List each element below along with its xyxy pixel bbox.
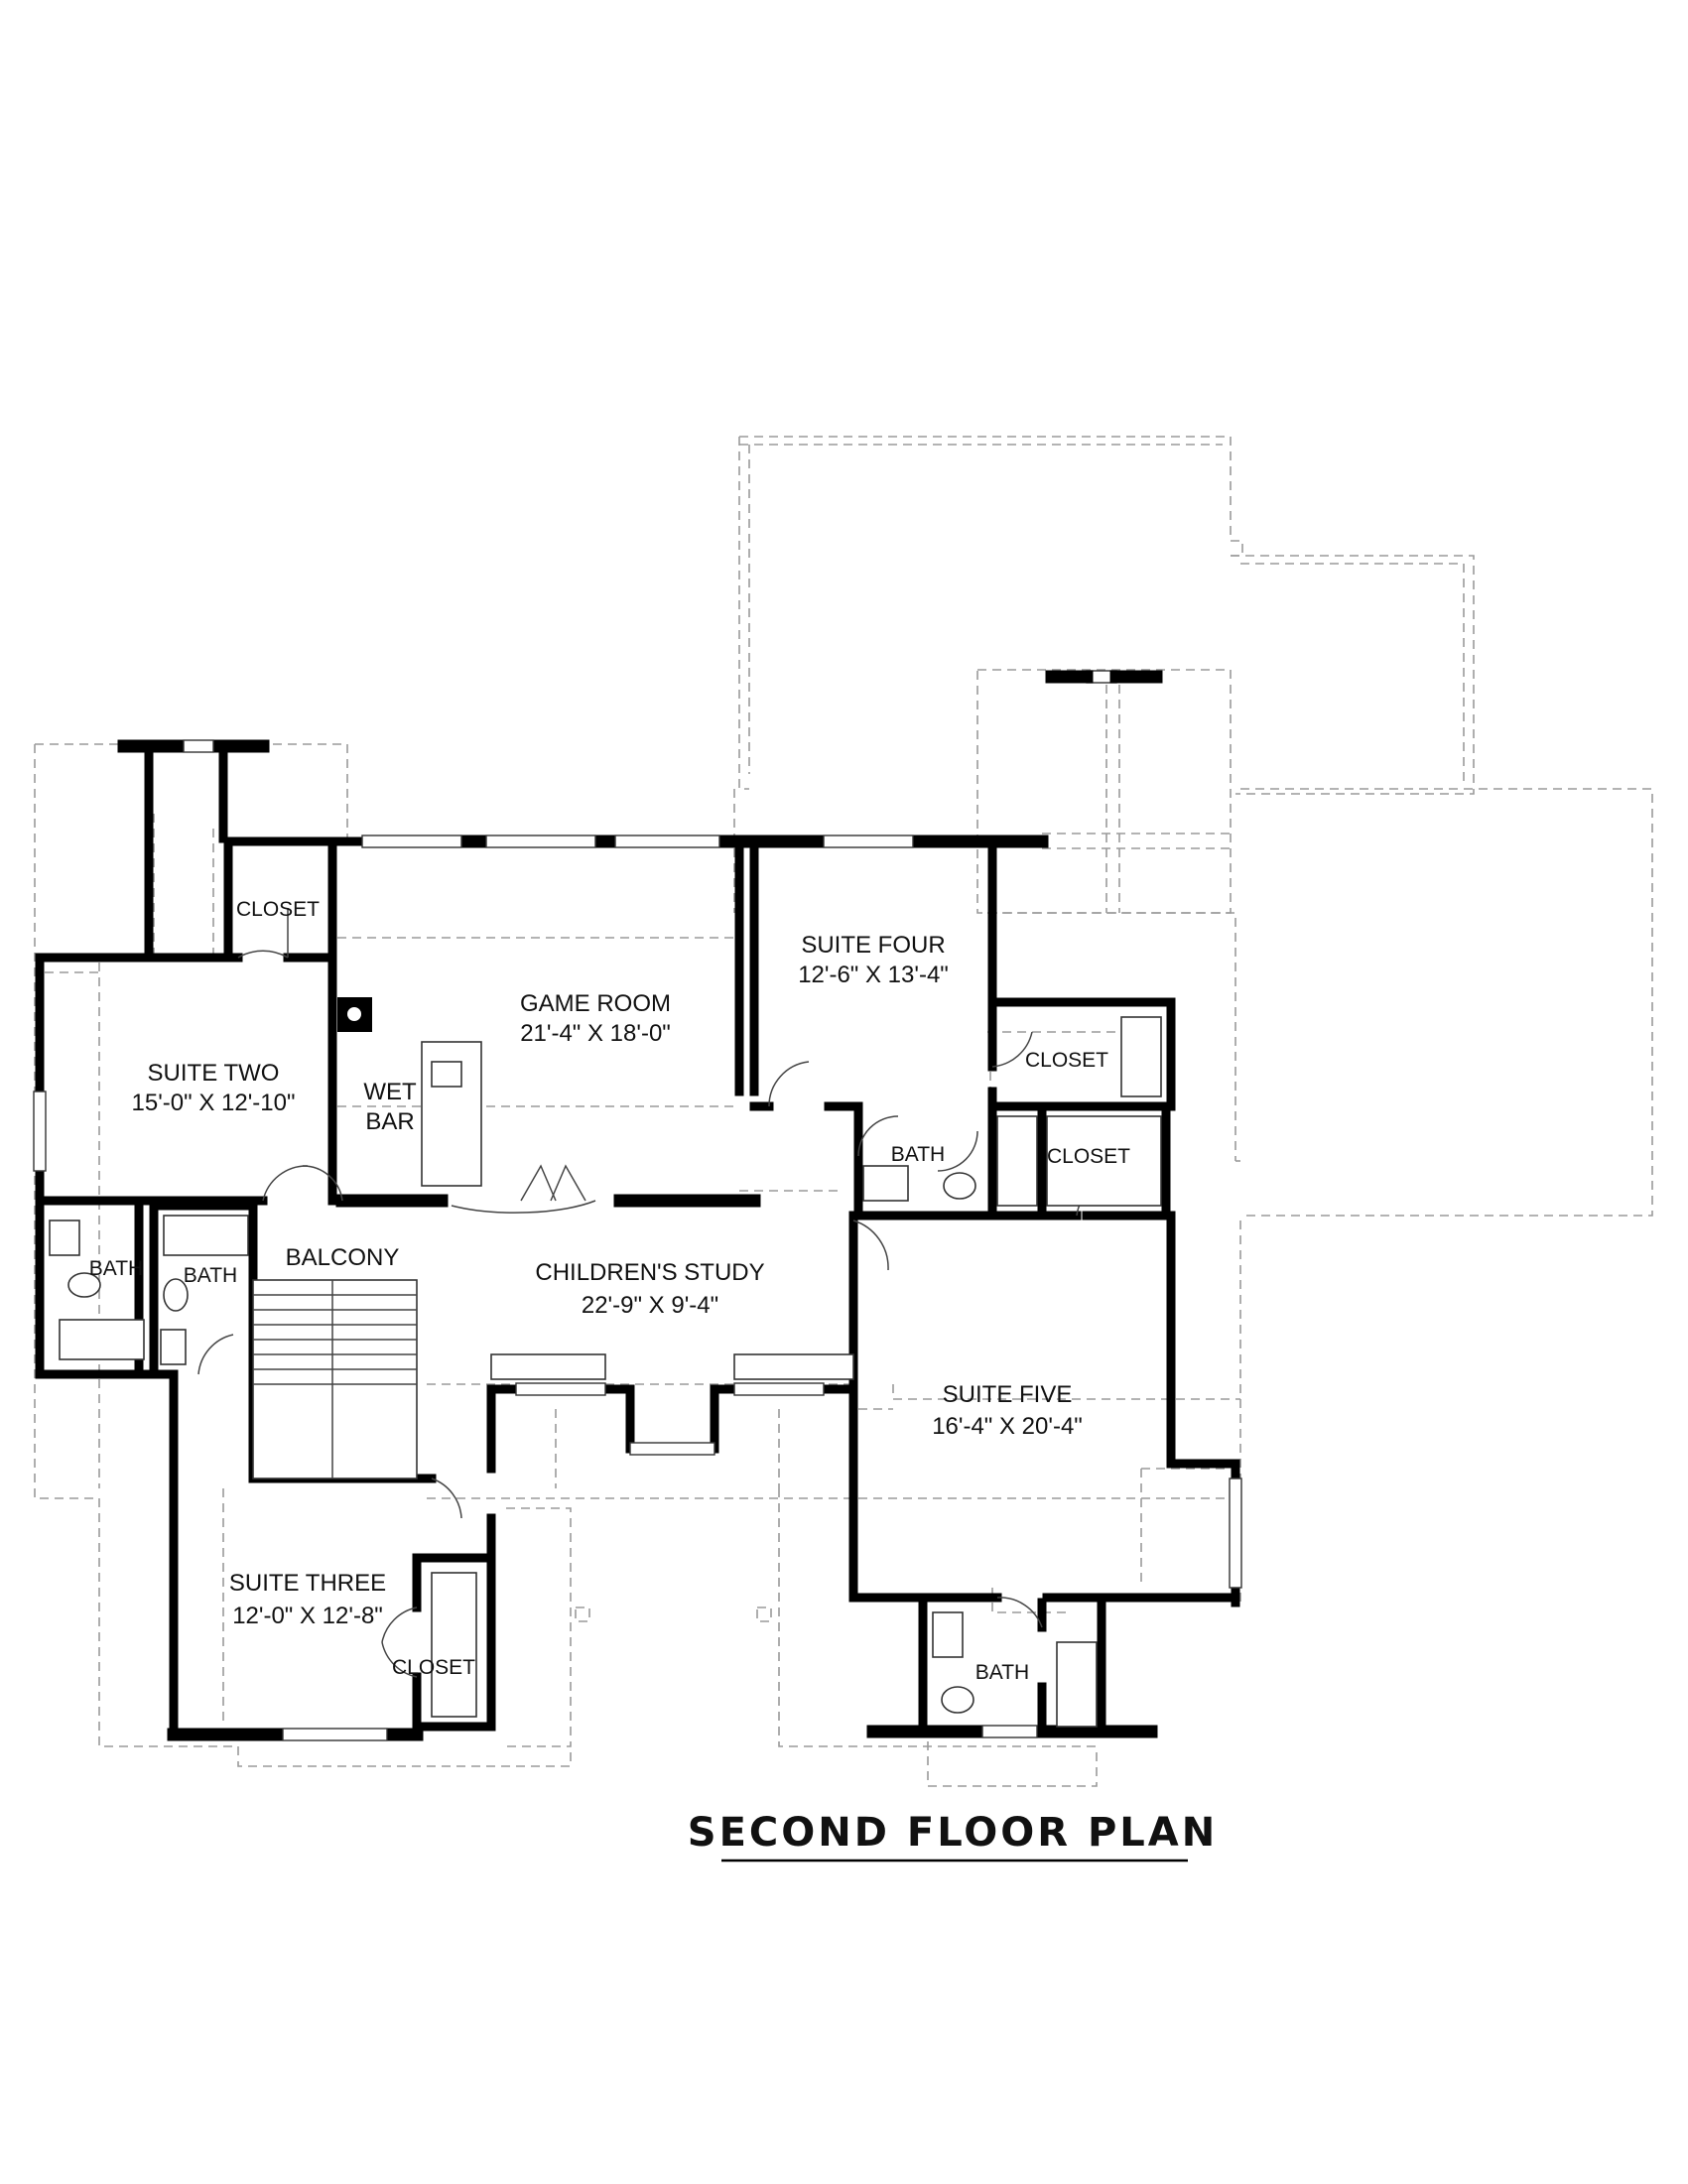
- room-labels: CLOSET GAME ROOM 21'-4" X 18'-0" SUITE F…: [89, 898, 1130, 1684]
- bath-d-label: BATH: [975, 1661, 1029, 1684]
- suite-five-size: 16'-4" X 20'-4": [932, 1413, 1083, 1440]
- suite-four-size: 12'-6" X 13'-4": [798, 962, 949, 988]
- game-room-size: 21'-4" X 18'-0": [520, 1020, 671, 1047]
- wet-bar-line1: WET: [363, 1079, 417, 1105]
- plan-title: SECOND FLOOR PLAN: [688, 1810, 1218, 1856]
- bath-c-label: BATH: [184, 1264, 237, 1287]
- balcony-label: BALCONY: [286, 1244, 400, 1271]
- game-room-name: GAME ROOM: [520, 990, 671, 1017]
- childrens-study-name: CHILDREN'S STUDY: [535, 1259, 764, 1286]
- plan-title-group: SECOND FLOOR PLAN: [688, 1810, 1218, 1863]
- suite-three-size: 12'-0" X 12'-8": [232, 1603, 383, 1629]
- exterior-walls: [35, 739, 1240, 1741]
- suite-four-name: SUITE FOUR: [801, 932, 945, 959]
- closet-b-label: CLOSET: [1025, 1049, 1108, 1072]
- fixtures: [49, 997, 1162, 1728]
- suite-three-name: SUITE THREE: [229, 1570, 386, 1597]
- windows: [33, 670, 1242, 1741]
- bath-b-label: BATH: [89, 1257, 143, 1280]
- closet-a-label: CLOSET: [236, 898, 320, 921]
- childrens-study-size: 22'-9" X 9'-4": [582, 1292, 718, 1319]
- suite-five-name: SUITE FIVE: [943, 1381, 1073, 1408]
- suite-two-name: SUITE TWO: [148, 1060, 280, 1087]
- closet-d-label: CLOSET: [392, 1656, 475, 1679]
- suite-two-size: 15'-0" X 12'-10": [132, 1090, 296, 1116]
- closet-c-label: CLOSET: [1047, 1145, 1130, 1168]
- bath-a-label: BATH: [891, 1143, 945, 1166]
- wet-bar-line2: BAR: [365, 1108, 414, 1135]
